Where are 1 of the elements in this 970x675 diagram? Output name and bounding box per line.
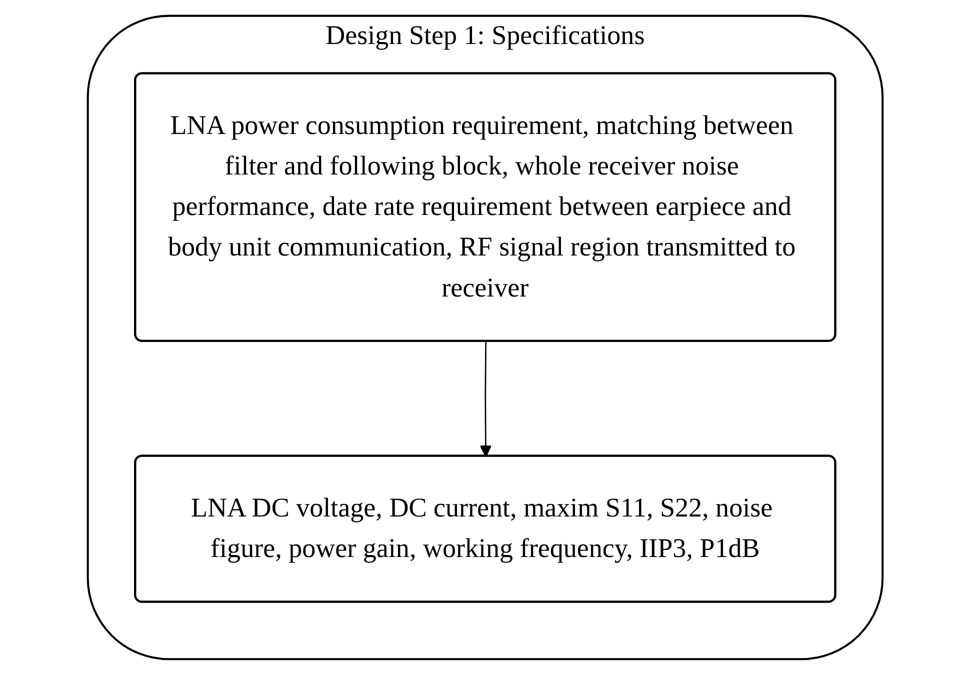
arrow — [480, 342, 492, 457]
